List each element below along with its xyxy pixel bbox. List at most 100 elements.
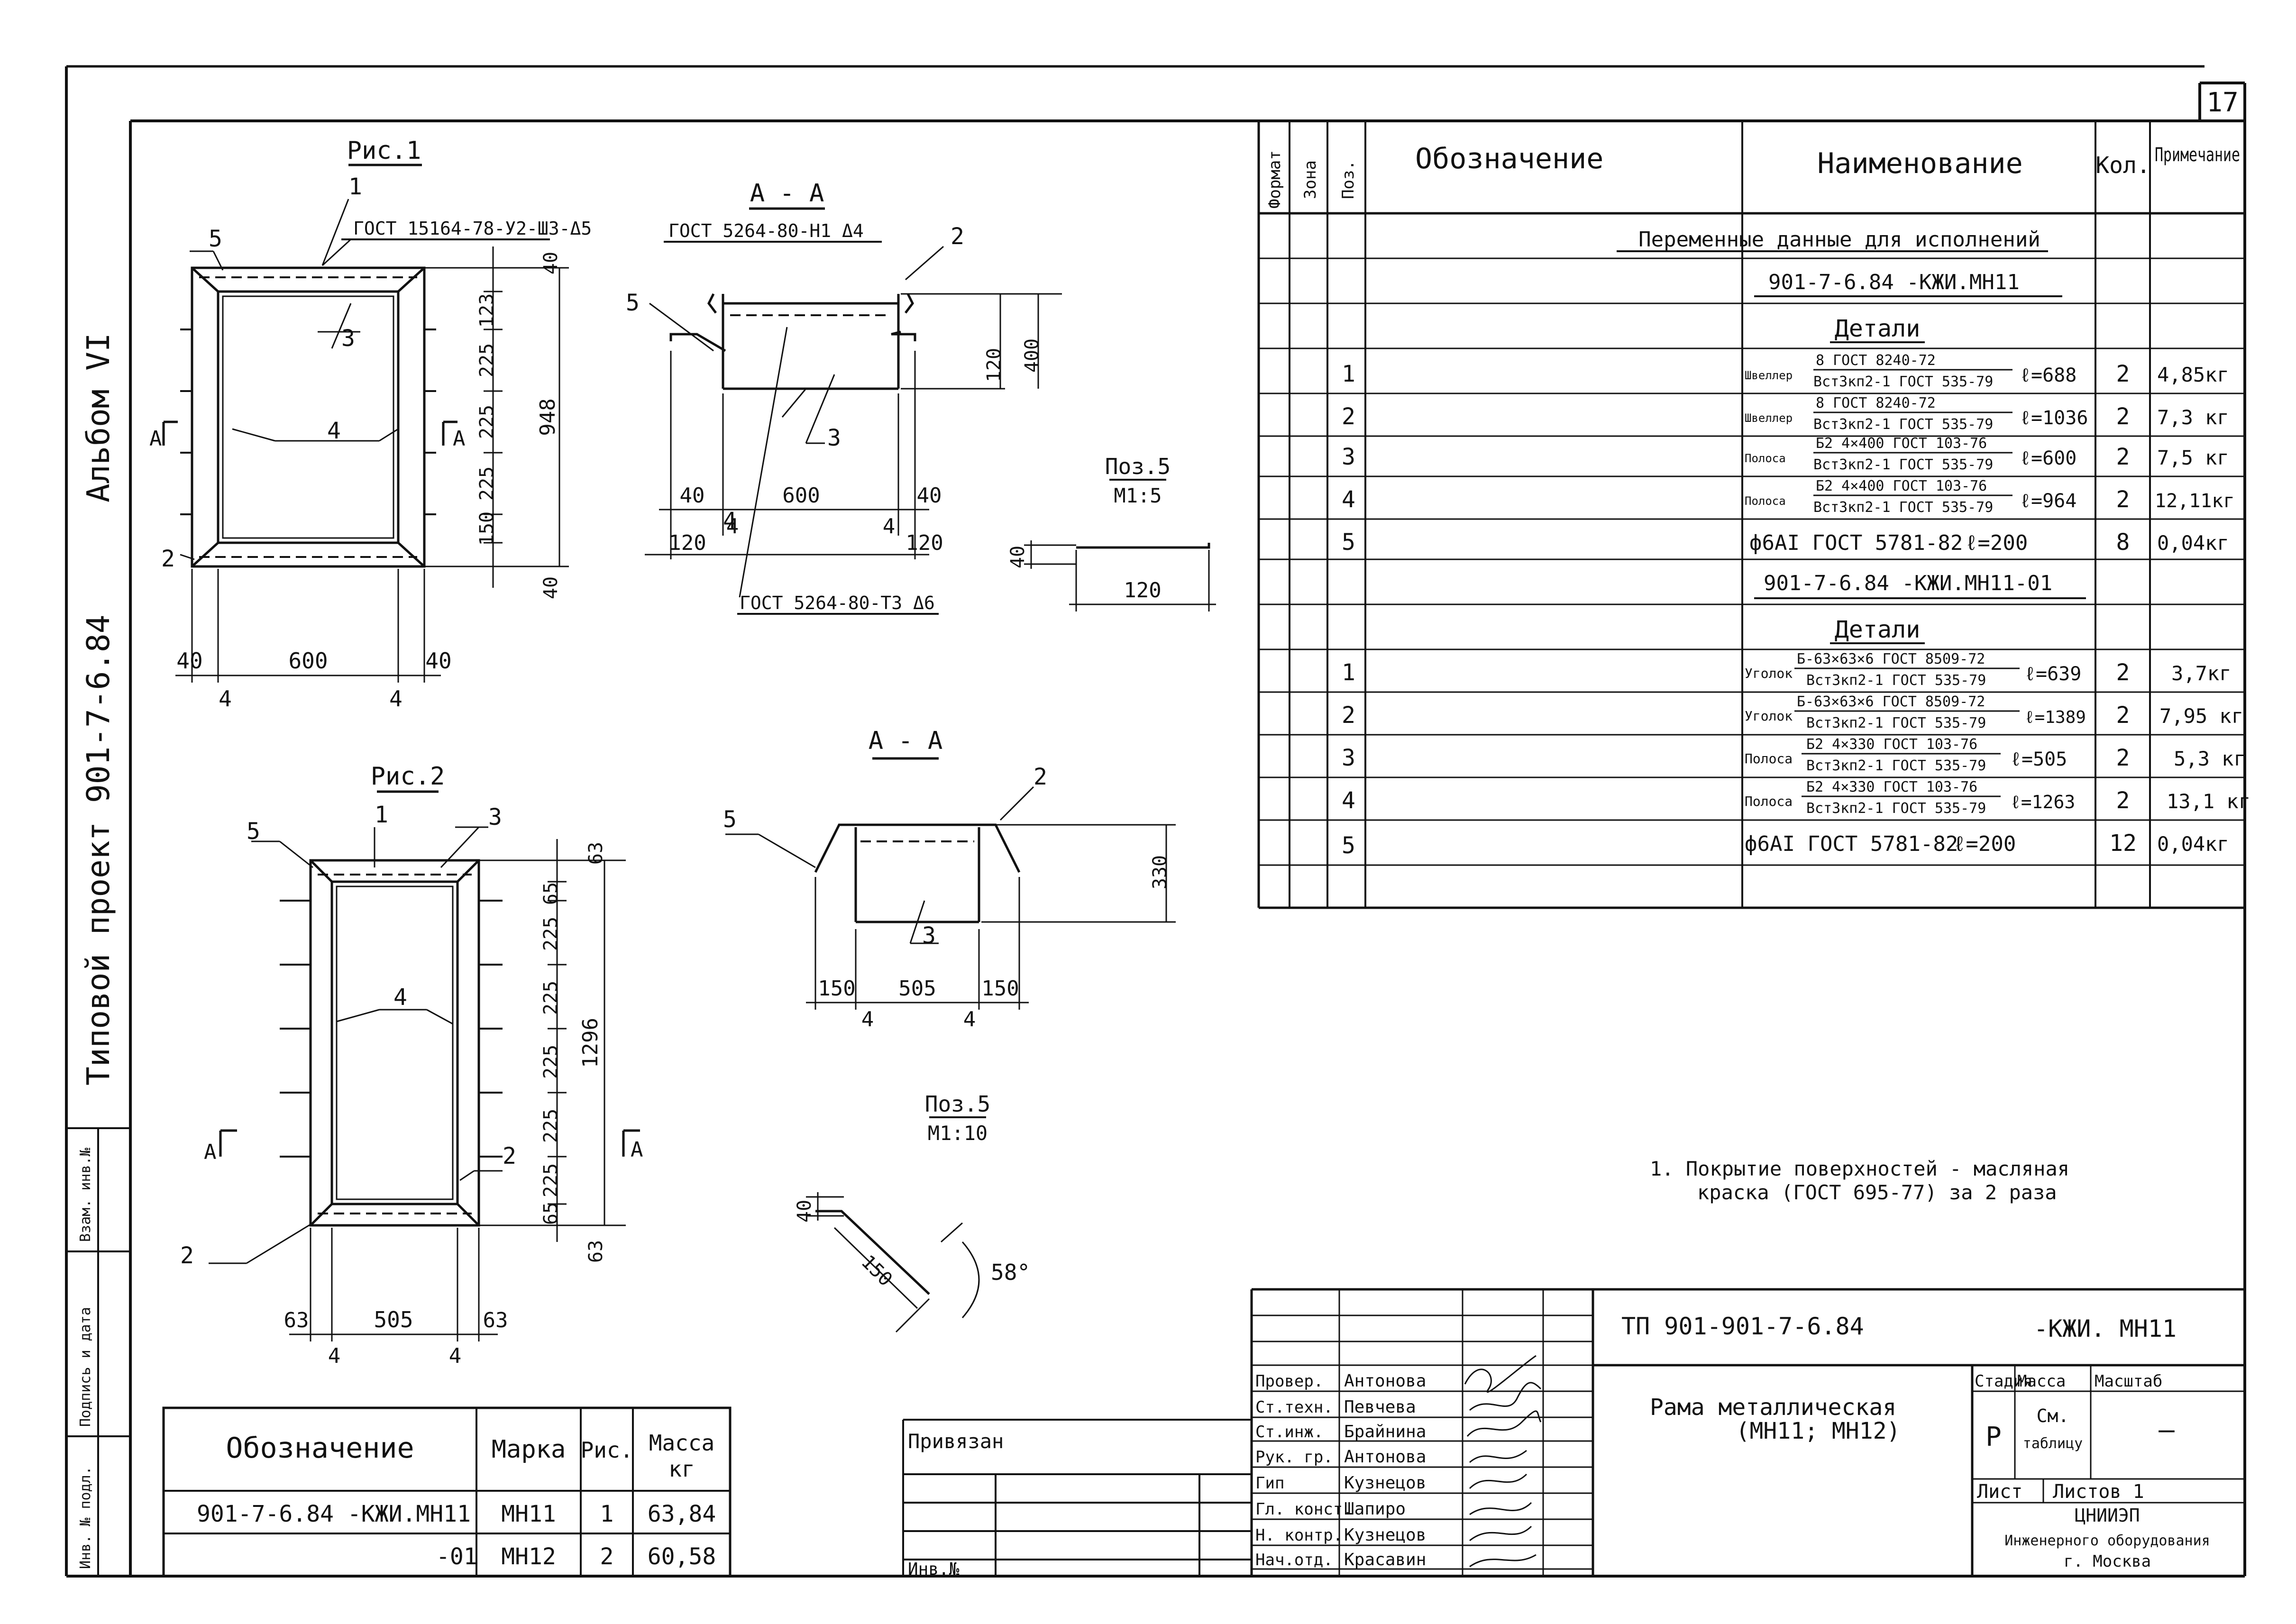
spec-row-note: 13,1 кг (2167, 790, 2250, 813)
staff-row: Провер. Антонова (1255, 1371, 1426, 1391)
spec-row-note: 7,3 кг (2157, 406, 2229, 429)
poz5-1-dim-40: 40 (1007, 546, 1029, 568)
fig1-dim-side-right: 40 (425, 648, 451, 674)
spec-row: 4 Полоса Б2 4×400 ГОСТ 103-76 Вст3кп2-1 … (1342, 478, 2235, 516)
spec-row-name-top: Б2 4×400 ГОСТ 103-76 (1816, 435, 1987, 452)
spec-row-name-bottom: Вст3кп2-1 ГОСТ 535-79 (1813, 374, 1993, 390)
staff-role: Провер. (1255, 1372, 1323, 1391)
fig2-dim-width: 505 (374, 1307, 413, 1332)
spec-row-length: ℓ=200 (1965, 531, 2028, 555)
fig1-pos1: 1 (348, 173, 362, 200)
poz5-1-dim-120: 120 (1124, 578, 1161, 602)
fig2-dim-r1: 65 (540, 882, 562, 905)
spec-row-pos: 5 (1342, 529, 1355, 556)
mark-header-mark: Марка (492, 1435, 566, 1464)
fig1-dim-r3: 225 (476, 405, 498, 439)
title-org1: ЦНИИЭП (2075, 1505, 2140, 1526)
title-scale-label: Масштаб (2095, 1372, 2162, 1391)
spec-row-pos: 4 (1342, 787, 1355, 814)
mark-row-fig: 2 (600, 1543, 614, 1570)
spec-row-prefix: Полоса (1745, 452, 1786, 465)
aa1-pos3: 3 (827, 425, 841, 451)
aa2-dim-150-left: 150 (818, 976, 855, 1001)
fig1-dim-r6: 40 (540, 576, 562, 599)
spec-row-name-top: Б2 4×330 ГОСТ 103-76 (1806, 779, 1977, 795)
mark-row-mark: МН11 (501, 1501, 556, 1527)
aa2-pos5: 5 (723, 806, 737, 833)
title-mass-value1: См. (2037, 1405, 2069, 1426)
staff-row: Ст.техн. Певчева (1255, 1397, 1416, 1417)
fig2-title: Рис.2 (371, 762, 445, 791)
spec-row: 5 ф6АI ГОСТ 5781-82 ℓ=200 12 0,04кг (1342, 830, 2229, 859)
privyazan-label: Привязан (908, 1430, 1004, 1453)
staff-name: Антонова (1344, 1447, 1426, 1467)
mark-row-mass: 63,84 (648, 1501, 716, 1527)
staff-row: Нач.отд. Красавин (1255, 1550, 1426, 1569)
title-org2: Инженерного оборудования (2004, 1533, 2210, 1549)
fig2-section-mark-right: A (631, 1138, 643, 1162)
staff-row: Гип Кузнецов (1255, 1473, 1426, 1493)
fig1-dim-side-left: 40 (176, 648, 202, 674)
aa1-pos2: 2 (951, 223, 964, 250)
mark-table: Обозначение Марка Рис. Масса кг 901-7-6.… (162, 1406, 732, 1578)
staff-role: Рук. гр. (1255, 1448, 1333, 1467)
spec-row-qty: 2 (2116, 486, 2130, 513)
fig2-section-mark-left: A (204, 1140, 217, 1164)
spec-row-name: ф6АI ГОСТ 5781-82 (1749, 531, 1963, 555)
spec-row-name-bottom: Вст3кп2-1 ГОСТ 535-79 (1813, 499, 1993, 516)
spec-header-name: Наименование (1817, 147, 2022, 180)
title-org3: г. Москва (2064, 1552, 2151, 1571)
mark-row-designation: -01 (436, 1543, 477, 1570)
spec-row-length: ℓ=1389 (2024, 708, 2086, 727)
fig2-frame (309, 859, 480, 1227)
staff-name: Кузнецов (1344, 1473, 1426, 1493)
fig1-dim-r1: 123 (476, 293, 498, 328)
fig2-pos2-left: 2 (180, 1242, 194, 1269)
spec-row: 3 Полоса Б2 4×400 ГОСТ 103-76 Вст3кп2-1 … (1342, 435, 2229, 473)
spec-row-name-bottom: Вст3кп2-1 ГОСТ 535-79 (1813, 416, 1993, 433)
title-scale-value: — (2159, 1414, 2175, 1445)
spec-row-pos: 3 (1342, 444, 1355, 470)
fig1-dim-r0: 40 (540, 252, 562, 274)
fig1-dim-r2: 225 (476, 343, 498, 377)
spec-variable-title: Переменные данные для исполнений (1638, 228, 2040, 252)
title-code: ТП 901-901-7-6.84 (1621, 1313, 1864, 1340)
fig2-dim-r2: 225 (540, 917, 562, 951)
fig2-dim-r3: 225 (540, 981, 562, 1015)
spec-header-format: Формат (1265, 150, 1284, 209)
spec-row-length: ℓ=1263 (2010, 792, 2075, 812)
staff-name: Певчева (1344, 1397, 1416, 1417)
privyazan-inv-label: Инв.№ (908, 1560, 960, 1579)
poz5-2-scale: М1:10 (928, 1122, 988, 1145)
spec-row-name-top: 8 ГОСТ 8240-72 (1816, 395, 1936, 411)
mark-header-mass: Масса (649, 1430, 714, 1456)
spec-row-qty: 8 (2116, 529, 2130, 556)
aa1-gost-bottom: ГОСТ 5264-80-Т3 Δ6 (740, 593, 935, 613)
spec-row-note: 5,3 кг (2174, 747, 2246, 770)
title-mass-label: Масса (2017, 1372, 2066, 1391)
note-line2: краска (ГОСТ 695-77) за 2 раза (1697, 1181, 2057, 1204)
fig2-dim-weld-right: 4 (449, 1344, 462, 1368)
fig1-dim-height: 948 (536, 398, 560, 436)
staff-role: Ст.инж. (1255, 1423, 1323, 1442)
spec-row-qty: 2 (2116, 702, 2130, 729)
fig1-pos3: 3 (341, 325, 355, 352)
section-aa-1: A - A ГОСТ 5264-80-Н1 Δ4 (626, 179, 1062, 615)
aa2-dim-4-left: 4 (861, 1007, 874, 1031)
general-note: 1. Покрытие поверхностей - масляная крас… (1650, 1157, 2069, 1204)
poz5-1-scale: М1:5 (1114, 484, 1162, 507)
fig2-pos5: 5 (247, 818, 260, 845)
spec-row-qty: 12 (2109, 830, 2137, 857)
aa1-dim-600: 600 (782, 484, 820, 508)
aa1-dim-400: 400 (1021, 338, 1043, 373)
staff-name: Шапиро (1344, 1499, 1406, 1519)
spec-row: 2 Швеллер 8 ГОСТ 8240-72 Вст3кп2-1 ГОСТ … (1342, 395, 2229, 433)
aa2-dim-330: 330 (1149, 855, 1171, 889)
aa1-dim-4-left: 4 (726, 514, 739, 538)
note-line1: 1. Покрытие поверхностей - масляная (1650, 1157, 2069, 1180)
spec-row-name: ф6АI ГОСТ 5781-82 (1745, 832, 1958, 856)
spec-row-length: ℓ=639 (2024, 663, 2081, 685)
fig2-pos3: 3 (488, 804, 502, 830)
fig1-pos4: 4 (327, 418, 341, 444)
spec-row-pos: 3 (1342, 745, 1355, 771)
